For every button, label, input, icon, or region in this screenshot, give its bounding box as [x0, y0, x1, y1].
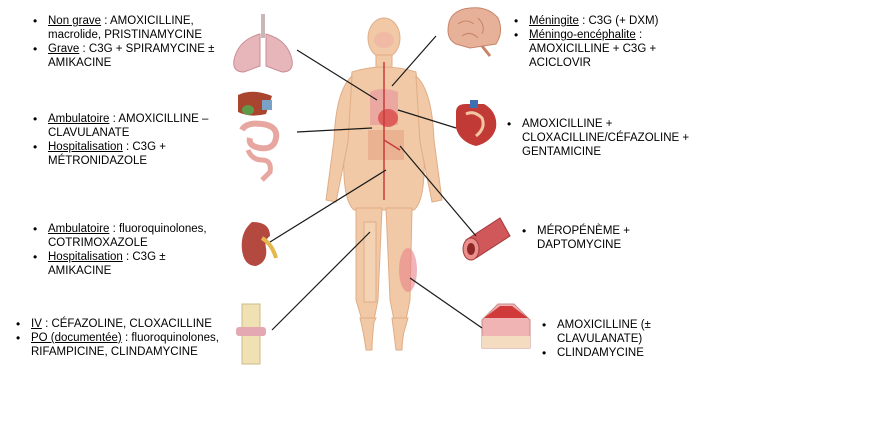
- lungs-item: Grave : C3G + SPIRAMYCINE ± AMIKACINE: [31, 42, 231, 70]
- blood-vessel-icon: [462, 217, 511, 261]
- vessel-item: MÉROPÉNÈME + DAPTOMYCINE: [520, 224, 670, 252]
- vessel-annotation: MÉROPÉNÈME + DAPTOMYCINE: [520, 224, 670, 252]
- joint-item: IV : CÉFAZOLINE, CLOXACILLINE: [14, 317, 229, 331]
- abdomen-annotation: Ambulatoire : AMOXICILLINE – CLAVULANATE…: [31, 112, 231, 168]
- skin-item: AMOXICILLINE (± CLAVULANATE): [540, 318, 680, 346]
- kidney-icon: [241, 222, 278, 266]
- lungs-annotation: Non grave : AMOXICILLINE, macrolide, PRI…: [31, 14, 231, 70]
- lungs-item: Non grave : AMOXICILLINE, macrolide, PRI…: [31, 14, 231, 42]
- joint-annotation: IV : CÉFAZOLINE, CLOXACILLINE PO (docume…: [14, 317, 229, 359]
- brain-item: Méningo-encéphalite : AMOXICILLINE + C3G…: [512, 28, 692, 70]
- heart-item: AMOXICILLINE + CLOXACILLINE/CÉFAZOLINE +…: [505, 117, 715, 159]
- kidney-item: Ambulatoire : fluoroquinolones, COTRIMOX…: [31, 222, 231, 250]
- skin-item: CLINDAMYCINE: [540, 346, 680, 360]
- internal-organs: [368, 32, 417, 292]
- brain-icon: [447, 7, 502, 57]
- skin-annotation: AMOXICILLINE (± CLAVULANATE) CLINDAMYCIN…: [540, 318, 680, 360]
- kidney-annotation: Ambulatoire : fluoroquinolones, COTRIMOX…: [31, 222, 231, 278]
- skin-icon: [481, 303, 531, 349]
- lungs-icon: [233, 14, 293, 73]
- brain-item: Méningite : C3G (+ DXM): [512, 14, 692, 28]
- heart-annotation: AMOXICILLINE + CLOXACILLINE/CÉFAZOLINE +…: [505, 117, 715, 159]
- digestive-system-icon: [238, 91, 280, 182]
- kidney-item: Hospitalisation : C3G ± AMIKACINE: [31, 250, 231, 278]
- joint-icon: [236, 303, 266, 365]
- abdomen-item: Hospitalisation : C3G + MÉTRONIDAZOLE: [31, 140, 231, 168]
- heart-icon: [456, 100, 497, 146]
- joint-item: PO (documentée) : fluoroquinolones, RIFA…: [14, 331, 229, 359]
- abdomen-item: Ambulatoire : AMOXICILLINE – CLAVULANATE: [31, 112, 231, 140]
- connector-lines: [269, 35, 483, 331]
- brain-annotation: Méningite : C3G (+ DXM) Méningo-encéphal…: [512, 14, 692, 70]
